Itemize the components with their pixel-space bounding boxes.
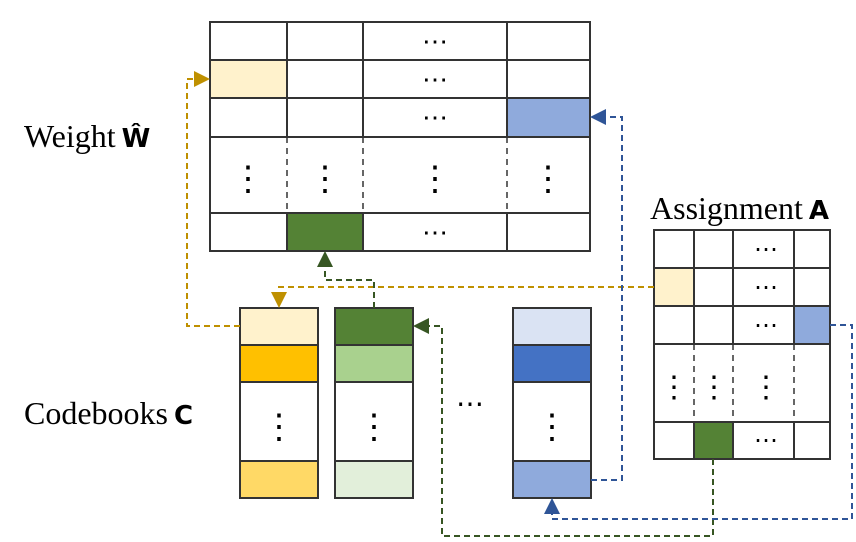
weight-symbol: Ŵ xyxy=(121,124,151,154)
assign-hdots-4: ⋯ xyxy=(754,428,778,454)
codebook-2-vdots: ⋮ xyxy=(357,409,391,446)
arrow-blue-assignment-to-codebook xyxy=(544,324,853,520)
assignment-symbol: A xyxy=(808,196,830,226)
assign-hdots-1: ⋯ xyxy=(754,237,778,263)
assignment-cell-green xyxy=(694,422,733,459)
weight-vdots-4: ⋮ xyxy=(531,161,565,198)
arrow-green-assignment-to-codebook xyxy=(413,318,714,537)
arrow-blue-codebook-to-weight xyxy=(590,109,623,481)
assign-vdots-1: ⋮ xyxy=(659,371,689,404)
weight-matrix: ⋯ ⋯ ⋯ ⋯ ⋮ ⋮ ⋮ ⋮ xyxy=(209,21,591,252)
assign-hdots-3: ⋯ xyxy=(754,313,778,339)
codebook-n: ⋮ xyxy=(512,307,592,499)
assign-vdots-2: ⋮ xyxy=(699,371,729,404)
arrow-yellow-codebook-to-weight xyxy=(186,71,240,327)
weight-hdots-2: ⋯ xyxy=(422,65,448,94)
weight-hdots-4: ⋯ xyxy=(422,218,448,247)
codebooks-label-text: Codebooks xyxy=(24,395,168,431)
codebook-2: ⋮ xyxy=(334,307,414,499)
weight-cell-green xyxy=(287,213,363,251)
weight-hdots-3: ⋯ xyxy=(422,103,448,132)
arrow-yellow-assignment-to-codebook xyxy=(271,286,654,308)
codebooks-symbol: C xyxy=(174,401,194,431)
weight-cell-blue xyxy=(507,98,590,137)
assignment-matrix: ⋯ ⋯ ⋯ ⋯ ⋮ ⋮ ⋮ xyxy=(653,229,831,460)
assign-vdots-3: ⋮ xyxy=(751,371,781,404)
weight-cell-yellow xyxy=(210,60,287,98)
codebook-1: ⋮ xyxy=(239,307,319,499)
weight-vdots-3: ⋮ xyxy=(418,161,452,198)
assign-hdots-2: ⋯ xyxy=(754,275,778,301)
codebook-n-vdots: ⋮ xyxy=(535,409,569,446)
weight-hdots-1: ⋯ xyxy=(422,27,448,56)
assignment-label-text: Assignment xyxy=(650,190,803,226)
weight-vdots-2: ⋮ xyxy=(308,161,342,198)
codebooks-hdots: ⋯ xyxy=(456,389,484,420)
arrow-green-codebook-to-weight xyxy=(317,251,375,308)
assignment-cell-blue xyxy=(794,306,830,344)
weight-vdots-1: ⋮ xyxy=(231,161,265,198)
codebook-1-vdots: ⋮ xyxy=(262,409,296,446)
weight-label-text: Weight xyxy=(24,118,116,154)
assignment-cell-yellow xyxy=(654,268,694,306)
